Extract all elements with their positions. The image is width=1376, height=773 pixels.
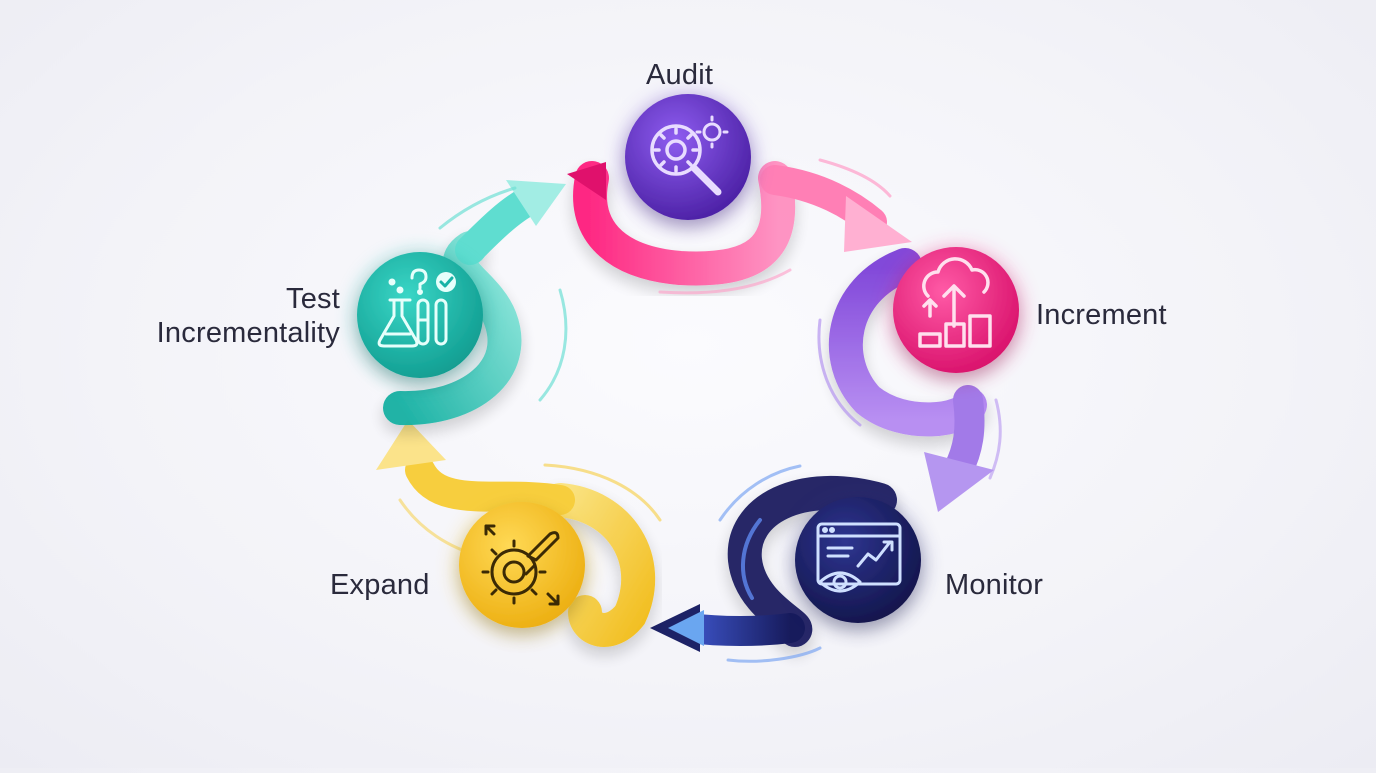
arrow-increment-to-monitor bbox=[817, 248, 1002, 512]
label-increment: Increment bbox=[1036, 299, 1167, 331]
node-audit bbox=[622, 94, 754, 226]
label-test-line1: Test bbox=[286, 283, 340, 315]
label-audit: Audit bbox=[646, 59, 714, 91]
node-test-incrementality bbox=[354, 252, 486, 384]
arrow-audit-to-increment bbox=[567, 158, 912, 295]
label-expand: Expand bbox=[330, 569, 430, 601]
arrow-monitor-to-expand bbox=[650, 464, 897, 663]
cloud-upload-bars-icon bbox=[918, 257, 992, 348]
dashboard-eye-icon bbox=[816, 522, 902, 593]
node-monitor bbox=[792, 497, 924, 629]
node-increment bbox=[890, 247, 1022, 379]
label-test-incrementality: Test Incrementality bbox=[130, 282, 340, 350]
magnifier-gears-icon bbox=[650, 115, 729, 196]
lab-flasks-icon bbox=[377, 268, 456, 348]
arrow-expand-to-test bbox=[376, 420, 662, 647]
label-test-line2: Incrementality bbox=[156, 317, 340, 349]
label-monitor: Monitor bbox=[945, 569, 1044, 601]
rocket-gear-icon bbox=[481, 524, 560, 606]
node-expand bbox=[456, 502, 588, 634]
